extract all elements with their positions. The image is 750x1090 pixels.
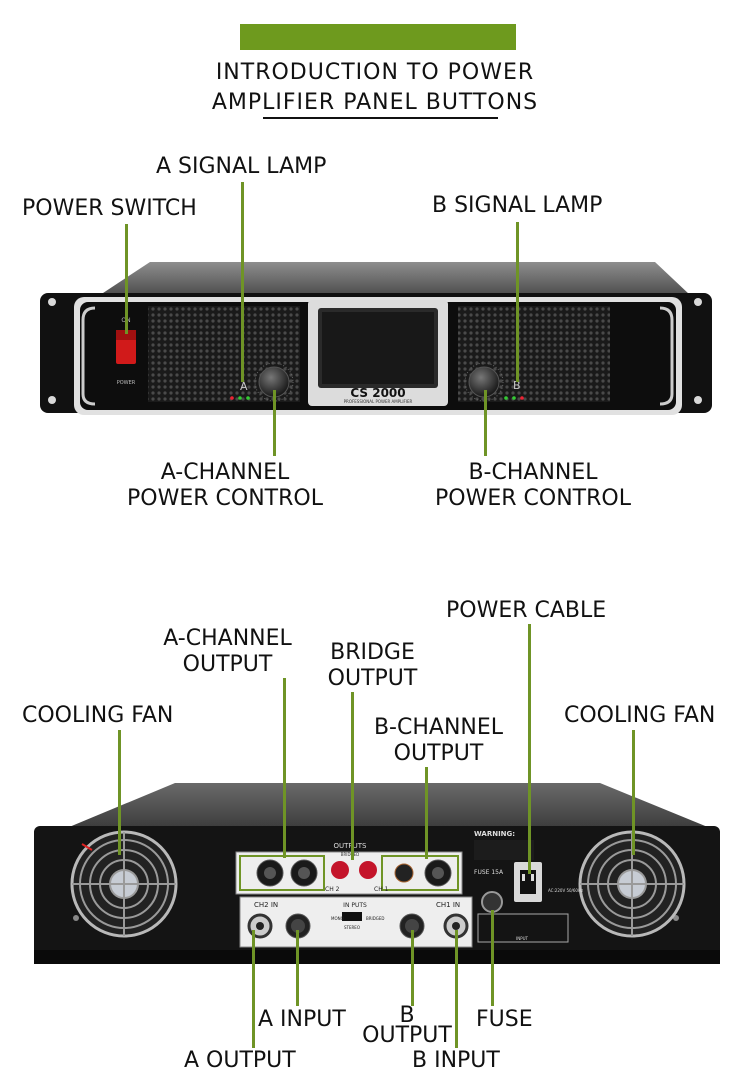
leader-a-channel-output [283, 678, 286, 858]
page-title-line2: AMPLIFIER PANEL BUTTONS [211, 90, 539, 115]
label-a-output: A OUTPUT [184, 1048, 296, 1073]
label-a-input: A INPUT [258, 1007, 346, 1032]
leader-a-input [296, 930, 299, 1006]
label-b-output-line2: OUTPUT [362, 1023, 452, 1048]
label-power-cable: POWER CABLE [446, 598, 607, 623]
svg-text:A: A [240, 380, 248, 393]
leader-b-channel-output [425, 767, 428, 859]
leader-bridge-output [351, 692, 354, 860]
leader-b-input [455, 930, 458, 1048]
leader-b-signal-lamp [516, 222, 519, 382]
label-a-channel-output-line1: A-CHANNEL [163, 626, 292, 651]
bridge-terminal-left [331, 861, 349, 879]
model-sublabel: PROFESSIONAL POWER AMPLIFIER [344, 399, 413, 404]
svg-text:STEREO: STEREO [344, 925, 360, 930]
leader-a-power-control [273, 390, 276, 456]
label-b-power-control-line2: POWER CONTROL [435, 486, 631, 511]
leader-cooling-fan-right [632, 730, 635, 855]
label-a-power-control-line2: POWER CONTROL [127, 486, 323, 511]
label-b-channel-output-line2: OUTPUT [393, 741, 484, 766]
leader-power-cable [528, 624, 531, 874]
leader-fuse [491, 910, 494, 1006]
label-cooling-fan-right: COOLING FAN [564, 703, 716, 728]
title-underline [263, 117, 498, 119]
label-power-switch: POWER SWITCH [22, 196, 197, 221]
rear-panel: OUTPUTS BRIDGED CH 2 CH 1 CH2 IN CH1 IN … [34, 783, 720, 964]
label-bridge-output-line1: BRIDGE [330, 640, 415, 665]
label-bridge-output-line2: OUTPUT [327, 666, 418, 691]
svg-text:B: B [513, 379, 521, 392]
svg-text:CH 1: CH 1 [374, 886, 389, 893]
model-label: CS 2000 [350, 386, 405, 400]
svg-text:WARNING:: WARNING: [474, 830, 515, 838]
page-title-line1: INTRODUCTION TO POWER [215, 60, 535, 85]
label-a-power-control-line1: A-CHANNEL [160, 460, 290, 485]
label-b-input: B INPUT [412, 1048, 500, 1073]
cooling-fan-right [578, 830, 686, 938]
leader-a-output [252, 930, 255, 1048]
svg-text:AC:220V 50/60Hz: AC:220V 50/60Hz [548, 888, 583, 893]
fuse-holder [481, 891, 503, 913]
svg-text:CH2 IN: CH2 IN [254, 901, 278, 909]
cooling-fan-left [70, 830, 178, 938]
svg-text:OUTPUTS: OUTPUTS [334, 842, 368, 850]
bridge-terminal-right [359, 861, 377, 879]
label-a-channel-output-line2: OUTPUT [182, 652, 273, 677]
svg-text:BRIDGED: BRIDGED [366, 916, 385, 921]
label-b-signal-lamp: B SIGNAL LAMP [432, 193, 603, 218]
leader-a-signal-lamp [241, 182, 244, 382]
header-accent-bar [240, 24, 516, 50]
svg-text:CH 2: CH 2 [325, 886, 340, 893]
leader-b-power-control [484, 390, 487, 456]
leader-b-output [411, 930, 414, 1006]
svg-text:CH1 IN: CH1 IN [436, 901, 460, 909]
svg-text:MONO: MONO [331, 916, 344, 921]
label-b-power-control-line1: B-CHANNEL [468, 460, 598, 485]
label-b-channel-output-line1: B-CHANNEL [373, 715, 504, 740]
svg-text:POWER: POWER [117, 380, 136, 386]
svg-text:BRIDGED: BRIDGED [341, 852, 360, 857]
label-a-signal-lamp: A SIGNAL LAMP [156, 154, 327, 179]
leader-power-switch [125, 224, 128, 334]
leader-cooling-fan-left [118, 730, 121, 855]
front-panel: CS 2000 PROFESSIONAL POWER AMPLIFIER ON … [40, 262, 712, 415]
label-cooling-fan-left: COOLING FAN [22, 703, 174, 728]
label-fuse: FUSE [476, 1007, 533, 1032]
svg-text:INPUT: INPUT [516, 936, 529, 941]
svg-text:FUSE 15A: FUSE 15A [474, 869, 504, 876]
label-b-output-line1: B [399, 1003, 415, 1028]
svg-text:IN PUTS: IN PUTS [343, 902, 367, 909]
